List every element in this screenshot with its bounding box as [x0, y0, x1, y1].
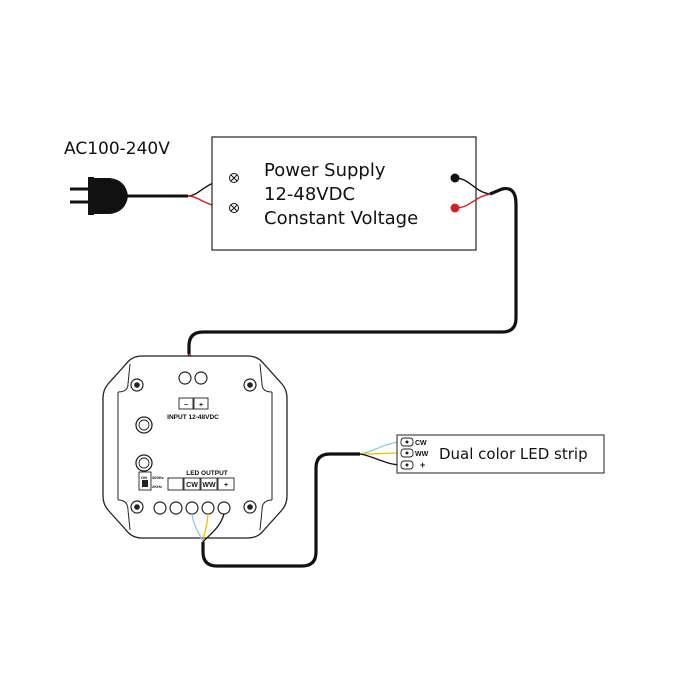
- led-controller: − + INPUT 12-48VDC ON 300Hz 2KHz LED OUT…: [102, 355, 288, 539]
- ac-input-terminal-top: [229, 173, 239, 183]
- switch-option-label: 300Hz: [152, 475, 164, 480]
- input-screw-terminal: [178, 371, 192, 385]
- input-minus-label: −: [184, 402, 188, 409]
- output-ww-label: WW: [202, 482, 216, 489]
- ac-voltage-label: AC100-240V: [64, 139, 170, 159]
- ac-plug-icon: [70, 177, 128, 215]
- switch-on-label: ON: [141, 475, 147, 480]
- output-screw-terminal: [153, 501, 167, 515]
- strip-cw-pin-label: CW: [415, 440, 427, 447]
- input-plus-label: +: [199, 402, 203, 409]
- switch-option-label: 2KHz: [152, 484, 162, 489]
- function-button[interactable]: [135, 454, 153, 472]
- strip-plus-pin-label: +: [420, 460, 425, 470]
- output-plus-label: +: [224, 482, 228, 489]
- output-screw-terminal: [201, 501, 215, 515]
- output-screw-terminal: [169, 501, 183, 515]
- output-cw-label: CW: [186, 482, 198, 489]
- corner-screw-icon: [243, 500, 257, 514]
- input-screw-terminal: [194, 371, 208, 385]
- power-supply-type: Constant Voltage: [264, 208, 418, 229]
- output-screw-terminal: [185, 501, 199, 515]
- corner-screw-icon: [130, 500, 144, 514]
- corner-screw-icon: [243, 378, 257, 392]
- led-output-label: LED OUTPUT: [186, 470, 228, 477]
- power-supply-title: Power Supply: [264, 160, 386, 181]
- output-screw-terminal: [217, 501, 231, 515]
- power-supply-unit: Power Supply 12-48VDC Constant Voltage: [211, 136, 477, 251]
- power-supply-voltage: 12-48VDC: [264, 184, 355, 205]
- input-voltage-label: INPUT 12-48VDC: [167, 414, 219, 421]
- function-button[interactable]: [135, 416, 153, 434]
- led-strip-label: Dual color LED strip: [439, 445, 588, 463]
- led-strip: CW WW + Dual color LED strip: [396, 434, 605, 474]
- ac-input-terminal-bottom: [229, 203, 239, 213]
- frequency-dip-switch[interactable]: ON 300Hz 2KHz: [138, 471, 164, 491]
- strip-ww-pin-label: WW: [415, 451, 429, 458]
- corner-screw-icon: [130, 378, 144, 392]
